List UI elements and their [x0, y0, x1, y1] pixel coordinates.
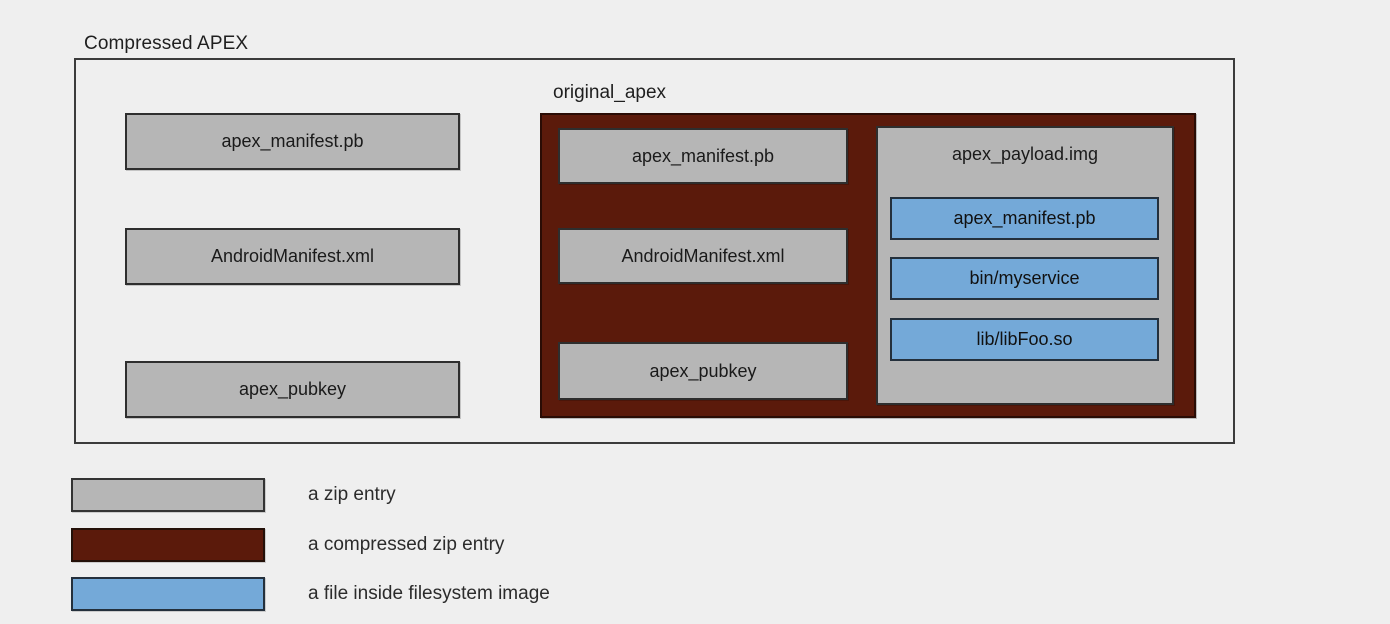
zip-entry-apex-pubkey: apex_pubkey [125, 361, 460, 418]
inner-zip-entry-apex-pubkey: apex_pubkey [558, 342, 848, 400]
legend-label-filesystem-file: a file inside filesystem image [308, 583, 550, 604]
fs-file-apex-manifest-pb: apex_manifest.pb [890, 197, 1159, 240]
entry-label: lib/libFoo.so [976, 329, 1073, 349]
apex-payload-img-label: apex_payload.img [951, 144, 1099, 164]
entry-label: apex_pubkey [649, 360, 757, 381]
fs-file-bin-myservice: bin/myservice [890, 257, 1159, 300]
compressed-apex-label: Compressed APEX [84, 33, 249, 54]
inner-zip-entry-apex-manifest-pb: apex_manifest.pb [558, 128, 848, 184]
entry-label: AndroidManifest.xml [621, 245, 785, 266]
inner-zip-entry-android-manifest-xml: AndroidManifest.xml [558, 228, 848, 284]
original-apex-label: original_apex [553, 82, 667, 103]
entry-label: bin/myservice [969, 268, 1080, 288]
entry-label: apex_manifest.pb [953, 208, 1096, 228]
legend-swatch-zip-entry [71, 478, 265, 512]
entry-label: apex_manifest.pb [221, 131, 364, 151]
zip-entry-apex-manifest-pb: apex_manifest.pb [125, 113, 460, 170]
legend-swatch-compressed-zip-entry [71, 528, 265, 562]
legend-label-compressed-zip-entry: a compressed zip entry [308, 534, 505, 555]
entry-label: apex_pubkey [238, 379, 347, 399]
entry-label: AndroidManifest.xml [210, 246, 375, 266]
entry-label: apex_manifest.pb [631, 145, 775, 166]
legend-label-zip-entry: a zip entry [308, 484, 396, 505]
zip-entry-android-manifest-xml: AndroidManifest.xml [125, 228, 460, 285]
fs-file-lib-libfoo-so: lib/libFoo.so [890, 318, 1159, 361]
legend-swatch-filesystem-file [71, 577, 265, 611]
